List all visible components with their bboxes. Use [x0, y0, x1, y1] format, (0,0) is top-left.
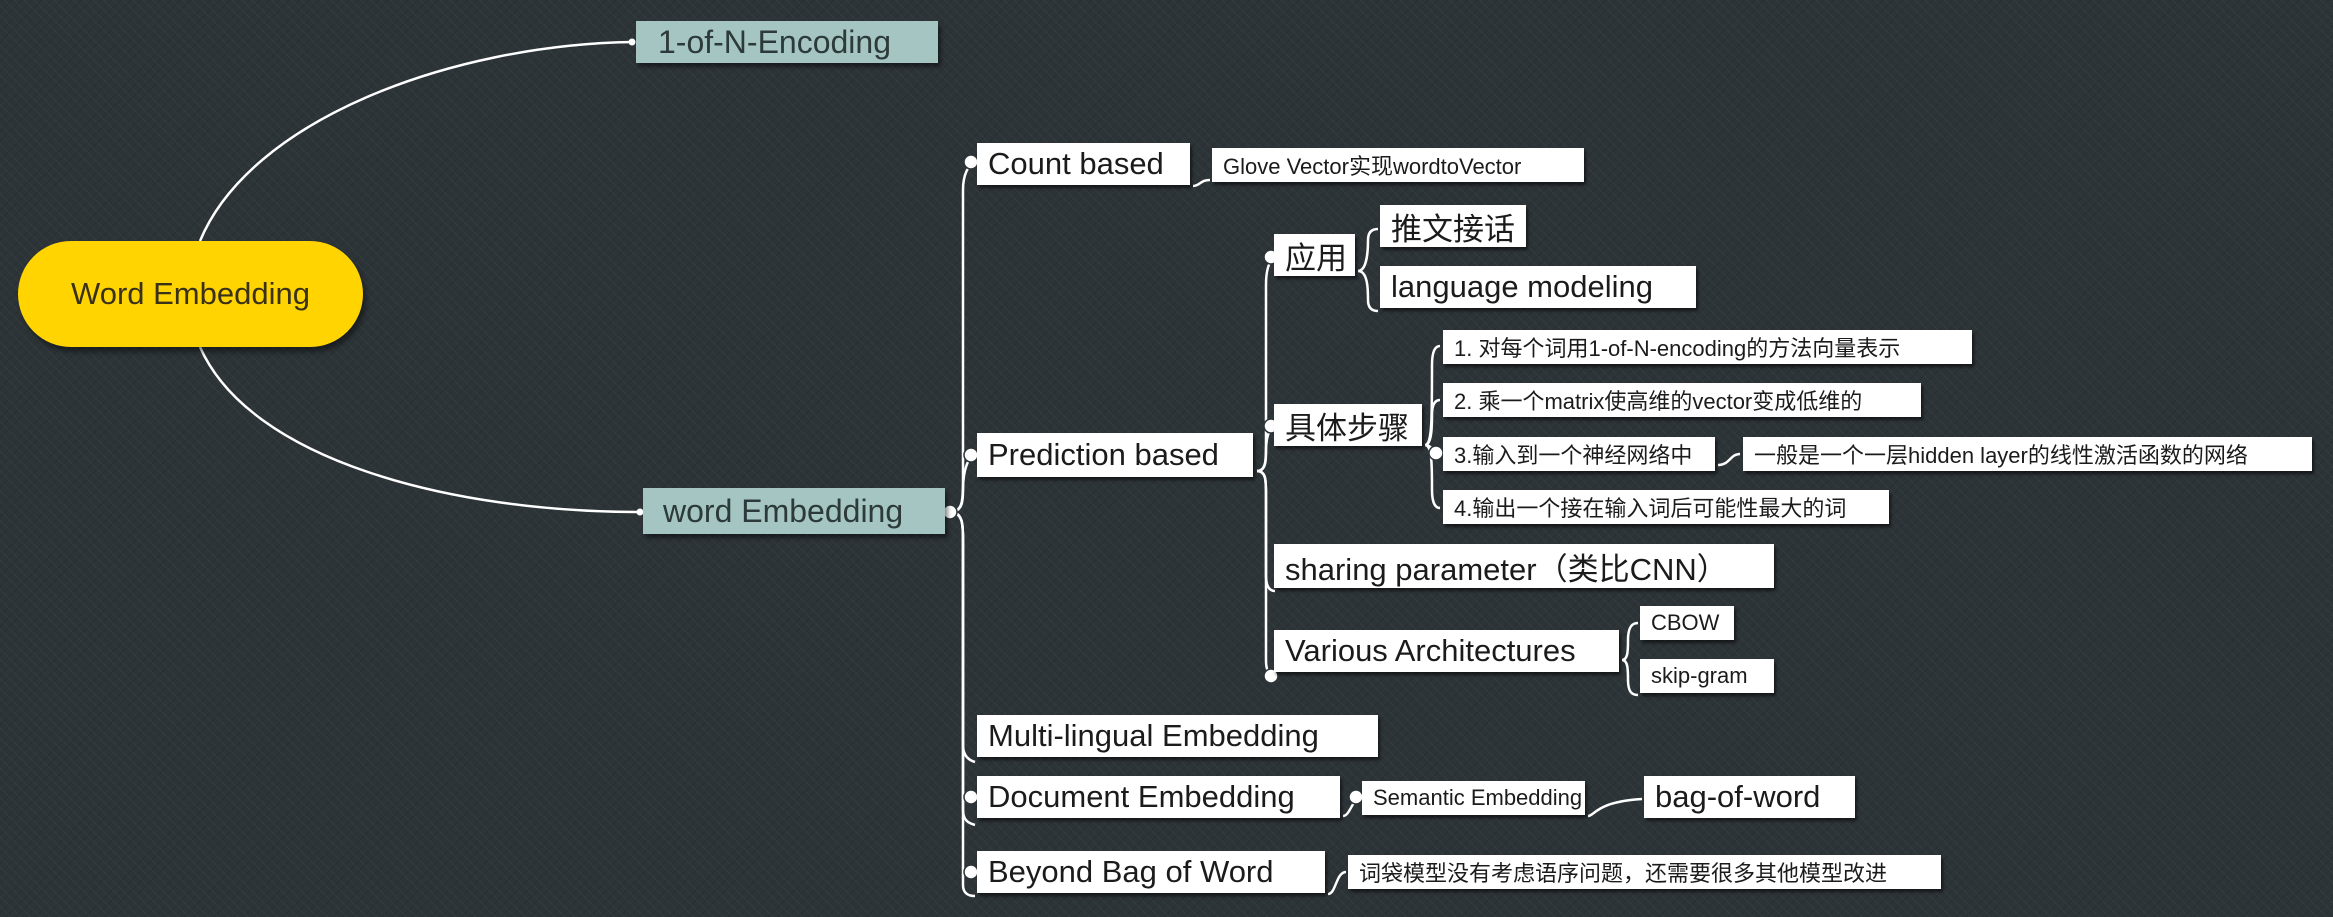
branch-label: 1-of-N-Encoding — [658, 23, 891, 60]
node-beyond-bag-note[interactable]: 词袋模型没有考虑语序问题，还需要很多其他模型改进 — [1348, 855, 1941, 889]
collapse-toggle-icon — [1263, 668, 1279, 684]
connector-cbow — [1621, 621, 1639, 662]
node-step-2[interactable]: 2. 乘一个matrix使高维的vector变成低维的 — [1443, 383, 1921, 417]
collapse-toggle-icon — [963, 789, 979, 805]
node-label: 一般是一个一层hidden layer的线性激活函数的网络 — [1754, 443, 2248, 468]
node-count-based[interactable]: Count based — [977, 143, 1190, 185]
node-label: Count based — [988, 146, 1164, 181]
node-label: Semantic Embedding — [1373, 785, 1583, 810]
connector-root-wordemb — [198, 346, 641, 514]
node-label: 1. 对每个词用1-of-N-encoding的方法向量表示 — [1454, 336, 1901, 361]
node-step-3-note[interactable]: 一般是一个一层hidden layer的线性激活函数的网络 — [1743, 437, 2312, 471]
node-document-embedding[interactable]: Document Embedding — [977, 776, 1340, 818]
node-label: Glove Vector实现wordtoVector — [1223, 154, 1522, 179]
connector-beyond-note — [1327, 870, 1347, 896]
node-multilingual-embedding[interactable]: Multi-lingual Embedding — [977, 715, 1378, 757]
node-step-4[interactable]: 4.输出一个接在输入词后可能性最大的词 — [1443, 490, 1889, 524]
node-skip-gram[interactable]: skip-gram — [1640, 659, 1774, 693]
node-label: 应用 — [1285, 240, 1347, 276]
collapse-toggle-icon — [963, 864, 979, 880]
node-semantic-embedding[interactable]: Semantic Embedding — [1362, 781, 1585, 815]
node-glove-vector[interactable]: Glove Vector实现wordtoVector — [1212, 148, 1584, 182]
node-label: 推文接话 — [1391, 211, 1515, 247]
node-application[interactable]: 应用 — [1274, 234, 1355, 276]
node-label: Beyond Bag of Word — [988, 854, 1274, 889]
collapse-toggle-icon — [1428, 445, 1444, 461]
branch-label: word Embedding — [663, 492, 904, 529]
node-label: sharing parameter（类比CNN） — [1285, 551, 1728, 587]
root-node-word-embedding[interactable]: Word Embedding — [18, 241, 363, 347]
connector-to-beyond — [949, 510, 976, 898]
connector-app-tweet — [1357, 227, 1379, 273]
connector-count-glove — [1192, 178, 1211, 188]
connector-root-1ofn — [198, 40, 633, 242]
node-cbow[interactable]: CBOW — [1640, 606, 1734, 640]
node-language-modeling[interactable]: language modeling — [1380, 266, 1696, 308]
collapse-toggle-icon — [963, 154, 979, 170]
connector-pred-various — [1256, 469, 1276, 678]
node-steps[interactable]: 具体步骤 — [1274, 404, 1422, 446]
connector-app-lm — [1357, 269, 1379, 313]
collapse-toggle-icon — [1348, 789, 1364, 805]
node-label: 词袋模型没有考虑语序问题，还需要很多其他模型改进 — [1359, 861, 1888, 886]
branch-1-of-n-encoding[interactable]: 1-of-N-Encoding — [636, 21, 938, 63]
node-label: language modeling — [1391, 269, 1653, 304]
connector-semantic-bow — [1587, 797, 1643, 818]
root-node-label: Word Embedding — [71, 276, 310, 311]
node-label: 具体步骤 — [1285, 410, 1409, 446]
node-various-architectures[interactable]: Various Architectures — [1274, 630, 1619, 672]
node-step-3[interactable]: 3.输入到一个神经网络中 — [1443, 437, 1715, 471]
node-sharing-parameter[interactable]: sharing parameter（类比CNN） — [1274, 544, 1774, 588]
node-tweet-reply[interactable]: 推文接话 — [1380, 205, 1526, 247]
node-beyond-bag-of-word[interactable]: Beyond Bag of Word — [977, 851, 1325, 893]
branch-word-embedding[interactable]: word Embedding — [643, 488, 945, 534]
node-label: 3.输入到一个神经网络中 — [1454, 443, 1693, 468]
node-label: Various Architectures — [1285, 633, 1576, 668]
node-label: CBOW — [1651, 610, 1720, 635]
connector-skipgram — [1621, 658, 1639, 697]
collapse-toggle-icon[interactable] — [942, 504, 958, 520]
connector-step3-note — [1717, 452, 1741, 467]
node-label: Document Embedding — [988, 779, 1295, 814]
node-label: Prediction based — [988, 437, 1219, 472]
node-step-1[interactable]: 1. 对每个词用1-of-N-encoding的方法向量表示 — [1443, 330, 1972, 364]
node-label: Multi-lingual Embedding — [988, 718, 1319, 753]
node-prediction-based[interactable]: Prediction based — [977, 433, 1253, 477]
connector-step2 — [1424, 398, 1441, 447]
node-label: skip-gram — [1651, 663, 1748, 688]
node-label: bag-of-word — [1655, 779, 1821, 814]
node-bag-of-word[interactable]: bag-of-word — [1644, 776, 1855, 818]
node-label: 2. 乘一个matrix使高维的vector变成低维的 — [1454, 389, 1863, 414]
node-label: 4.输出一个接在输入词后可能性最大的词 — [1454, 496, 1847, 521]
collapse-toggle-icon — [963, 447, 979, 463]
